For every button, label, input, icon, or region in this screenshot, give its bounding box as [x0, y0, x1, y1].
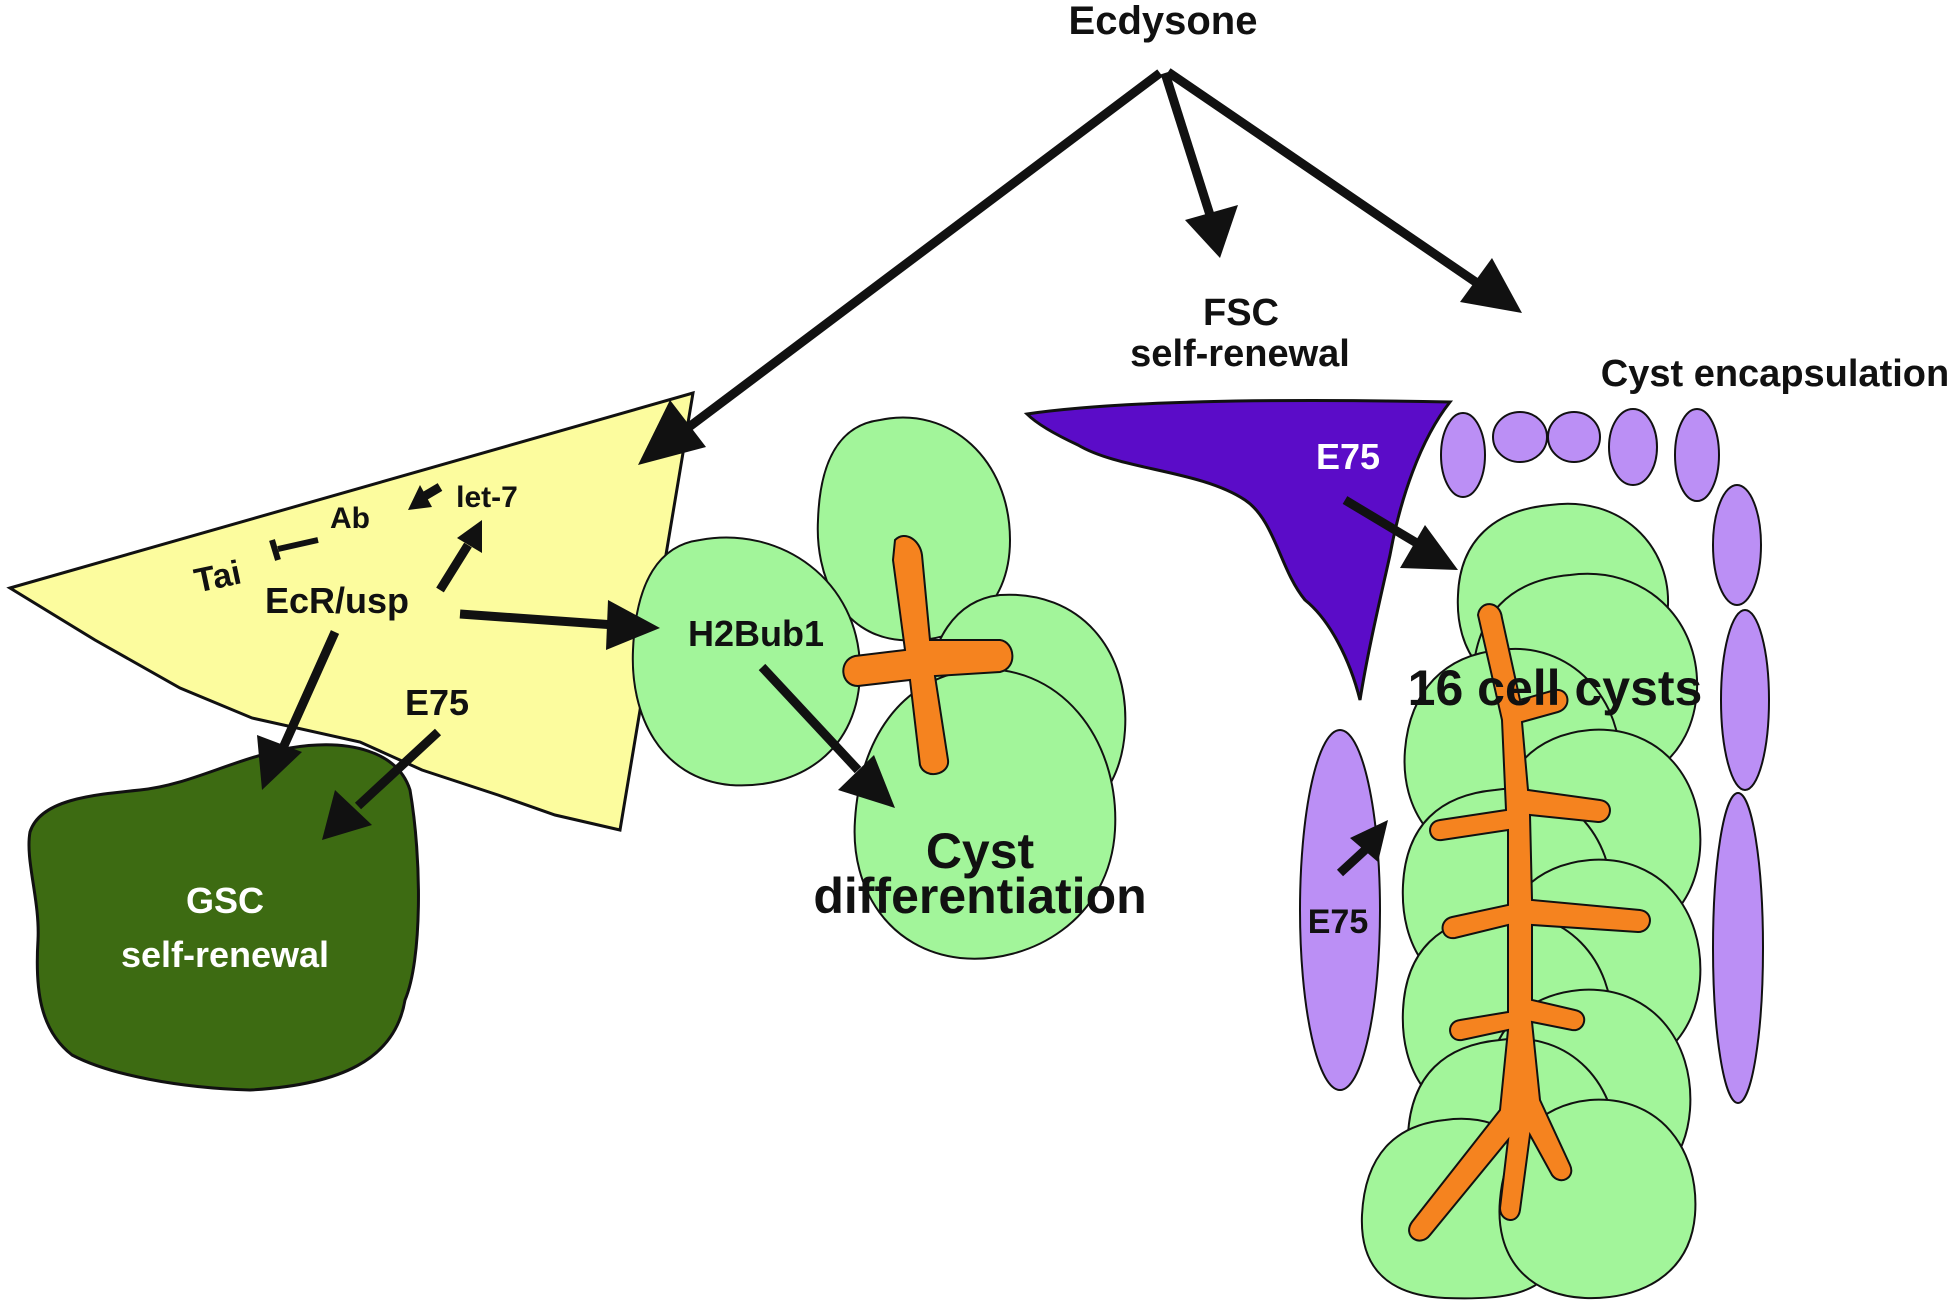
arrow-ecr-to-h2bub1-head — [606, 600, 660, 650]
arrow-h2bub1-to-differentiation-head — [838, 755, 895, 808]
cyst-cell-left — [631, 536, 862, 787]
label-fsc-self-renewal: self-renewal — [1130, 333, 1350, 375]
arrow-ecr-to-gsc-head — [257, 735, 302, 790]
arrow-ecdysone-to-encapsulation-head — [1460, 258, 1522, 313]
arrow-ecr-to-gsc — [278, 630, 340, 750]
label-cyst-differentiation: differentiation — [813, 868, 1146, 924]
label-ecr-usp: EcR/usp — [265, 580, 409, 621]
follicle-cells — [1299, 408, 1770, 1104]
arrows — [257, 68, 1522, 877]
follicle-cell — [1492, 411, 1548, 463]
follicle-cell — [1547, 411, 1601, 463]
label-h2bub1: H2Bub1 — [688, 613, 824, 654]
arrow-ecdysone-to-niche — [682, 69, 1163, 434]
arrow-fsc-e75-to-cyst — [1342, 496, 1423, 549]
label-e75-fsc: E75 — [1316, 436, 1380, 477]
arrow-ecdysone-to-fsc — [1160, 71, 1215, 217]
label-cyst: Cyst — [926, 823, 1035, 879]
follicle-cell — [1440, 412, 1486, 498]
arrow-follicle-e75-to-cyst-head — [1350, 820, 1388, 862]
follicle-cell — [1674, 408, 1720, 502]
label-fsc: FSC — [1203, 292, 1279, 334]
follicle-cell — [1299, 729, 1381, 1091]
label-let7: let-7 — [456, 481, 518, 514]
arrow-fsc-e75-to-cyst-head — [1400, 525, 1458, 570]
follicle-cell — [1720, 609, 1770, 791]
arrow-ecr-to-h2bub1 — [459, 609, 616, 630]
arrow-e75-to-gsc — [354, 728, 442, 810]
follicle-cell — [1712, 792, 1764, 1104]
follicle-cell — [1712, 484, 1762, 606]
label-cyst-encapsulation: Cyst encapsulation — [1601, 353, 1949, 395]
inhibit-ab-to-tai-bar — [269, 539, 281, 561]
arrow-ecr-to-let7-head — [457, 520, 482, 553]
label-gsc-self-renewal: self-renewal — [121, 934, 329, 975]
arrow-ecdysone-to-fsc-head — [1185, 205, 1238, 258]
differentiating-cyst — [631, 416, 1127, 960]
sixteen-cell-cyst — [1360, 502, 1702, 1300]
label-e75-niche: E75 — [405, 682, 469, 723]
arrow-e75-to-gsc-head — [322, 790, 372, 840]
fusome-branched — [1408, 603, 1651, 1242]
label-16-cell-cysts: 16 cell cysts — [1408, 660, 1703, 716]
arrow-follicle-e75-to-cyst — [1336, 846, 1369, 877]
label-ecdysone: Ecdysone — [1069, 0, 1258, 43]
label-e75-follicle: E75 — [1308, 903, 1369, 941]
fsc-cell — [1023, 399, 1454, 701]
arrow-ecdysone-to-niche-head — [638, 400, 706, 465]
inhibit-ab-to-tai — [277, 537, 319, 552]
fusome — [842, 535, 1014, 775]
label-gsc: GSC — [186, 880, 264, 921]
arrow-ecr-to-let7 — [436, 542, 472, 593]
label-ab: Ab — [330, 502, 370, 535]
arrow-let7-to-ab-head — [408, 485, 432, 510]
gsc-cell — [27, 743, 420, 1092]
arrow-ecdysone-to-encapsulation — [1165, 68, 1483, 289]
follicle-cell — [1608, 408, 1658, 486]
label-tai: Tai — [191, 554, 244, 601]
arrow-h2bub1-to-differentiation — [758, 663, 862, 774]
